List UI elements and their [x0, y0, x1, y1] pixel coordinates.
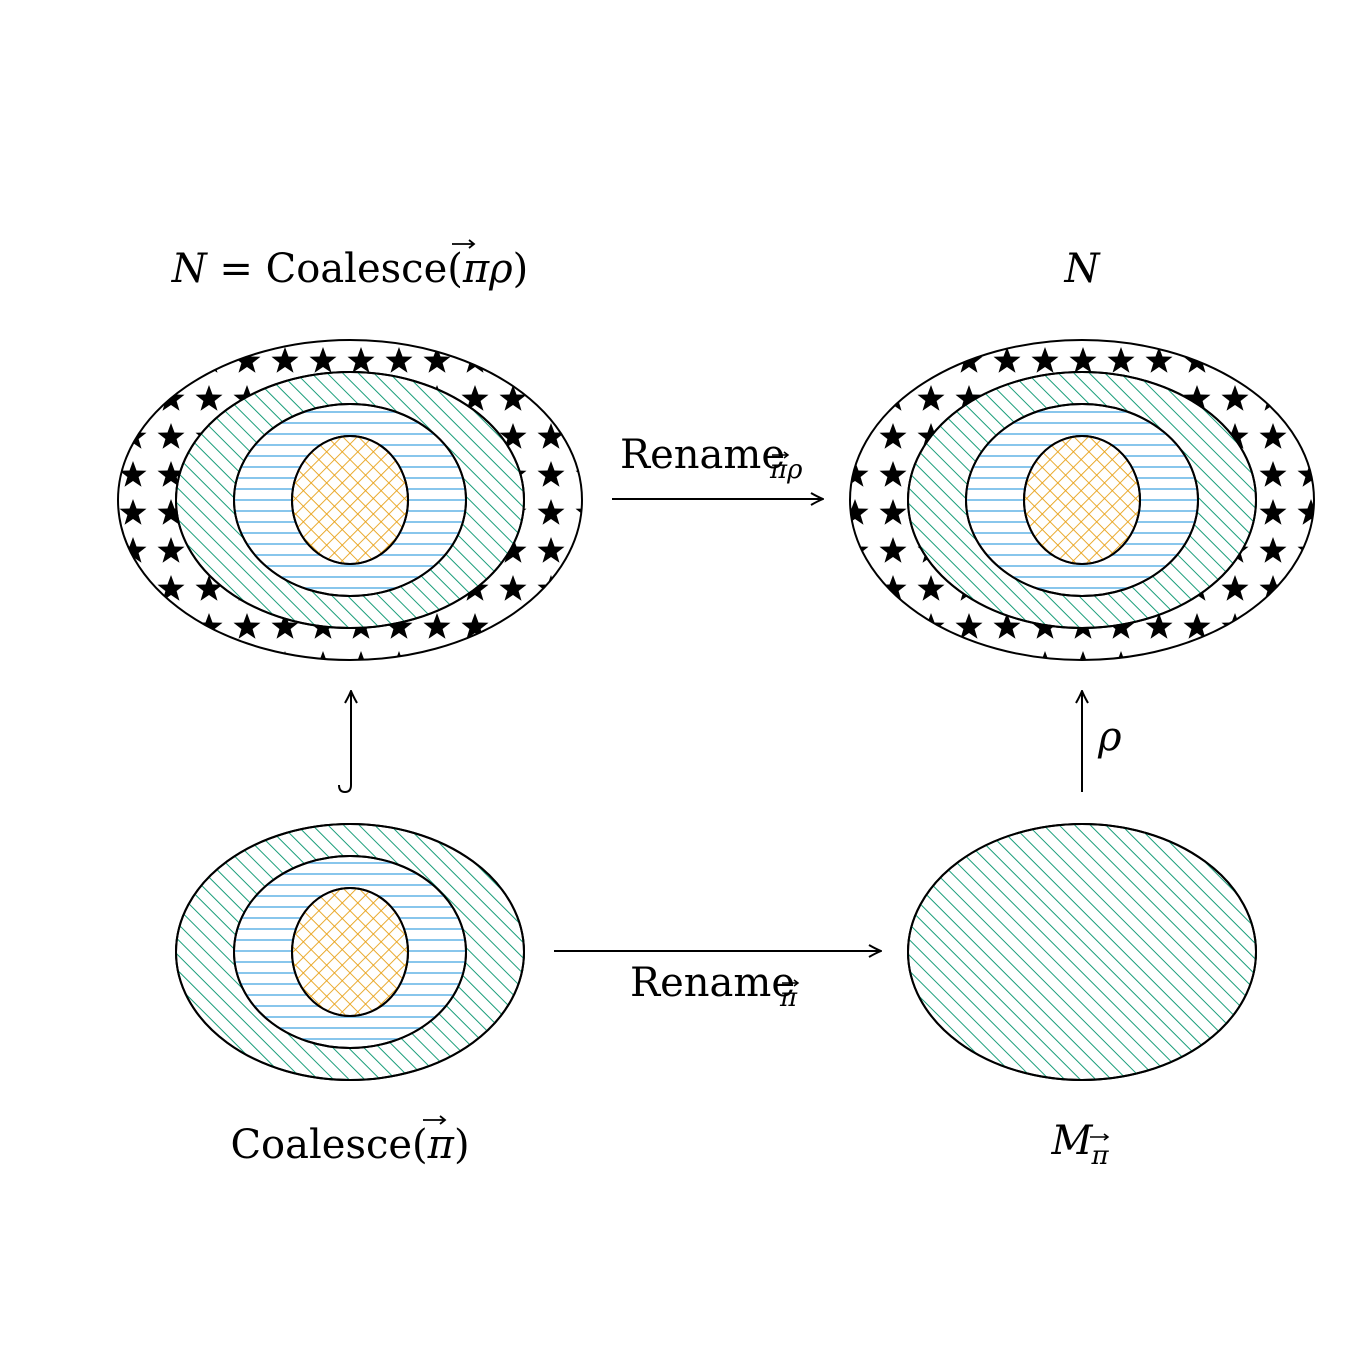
edge-bottom-sub: π: [779, 983, 798, 1013]
node-bottom-left-label: Coalesce(π): [230, 1122, 469, 1168]
node-top-left-label: N = Coalesce(πρ): [171, 246, 529, 292]
edge-top-label: Rename: [620, 432, 785, 478]
vector-arrow-icon: [452, 239, 476, 249]
vector-arrow-icon: [423, 1115, 447, 1125]
edge-top-sub: πρ: [769, 455, 803, 485]
diagonal-hatch-fill: [907, 823, 1257, 1081]
vector-arrow-icon: [782, 979, 800, 987]
edge-bottom: Rename π: [554, 951, 880, 1013]
vector-arrow-icon: [1090, 1133, 1110, 1141]
inclusion-arrow: [338, 692, 351, 794]
node-top-right: [849, 339, 1315, 661]
node-bottom-right: [907, 823, 1257, 1081]
node-top-left: [117, 339, 583, 661]
node-top-right-label: N: [1064, 246, 1102, 292]
node-bottom-right-sub: π: [1090, 1141, 1109, 1171]
edge-right-label: ρ: [1097, 714, 1122, 760]
crosshatch-fill: [291, 887, 409, 1017]
edge-bottom-label: Rename: [630, 960, 795, 1006]
crosshatch-fill: [291, 435, 409, 565]
edge-left: [338, 692, 351, 794]
crosshatch-fill: [1023, 435, 1141, 565]
edge-right: ρ: [1082, 692, 1122, 792]
edge-top: Rename πρ: [612, 432, 822, 499]
node-bottom-right-label: M: [1051, 1118, 1094, 1164]
vector-arrow-icon: [772, 451, 790, 459]
node-bottom-left: [175, 823, 525, 1081]
